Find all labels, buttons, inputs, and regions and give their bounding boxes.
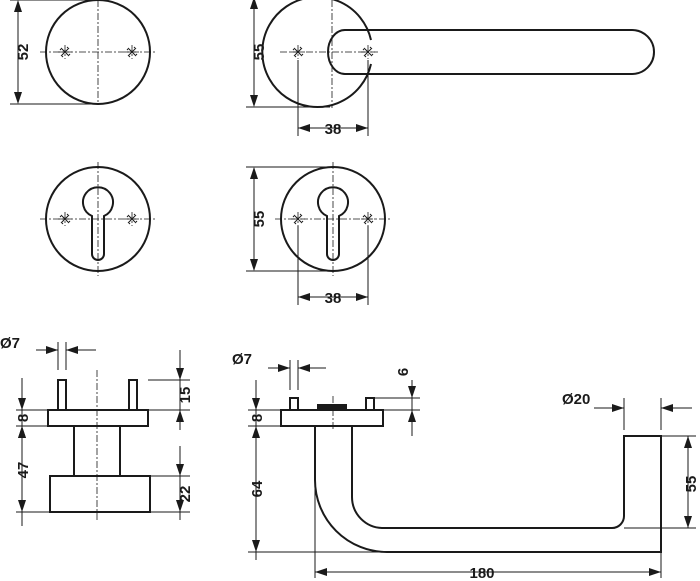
lever-handle-front-view [261,0,655,108]
dim-escutcheon-height: 55 [246,166,330,272]
dim-handle-projection: 8 64 [248,380,387,560]
rosette-front-view [40,0,156,105]
rose-thickness-right-label: 8 [249,414,266,422]
escutcheon-height-label: 55 [251,211,268,228]
dim-pin-height-left: 15 [148,350,194,430]
dim-hole-spacing-top: 38 [297,60,369,138]
dim-handle-rose-height: 55 [246,0,330,108]
escutcheon-left-view [40,162,156,276]
spindle-depth-label: 6 [395,368,412,376]
dim-knob-height: 22 [150,446,194,520]
rosette-diameter-label: 52 [15,44,32,61]
dim-rosette-diameter: 52 [10,0,98,105]
handle-projection-label: 64 [249,480,266,497]
dim-rose-thickness-left: 8 47 [15,378,50,526]
dim-pin-diameter-right: Ø7 [232,351,326,390]
hole-spacing-top-label: 38 [325,121,342,138]
dim-hole-spacing-middle: 38 [297,226,369,307]
pin-diameter-left-label: Ø7 [0,335,20,352]
handle-length-label: 180 [469,565,494,581]
knob-projection-label: 47 [15,462,32,479]
knob-side-view [47,370,151,520]
pin-diameter-right-label: Ø7 [232,351,252,368]
dim-spindle-depth: 6 [374,368,420,436]
dim-handle-length: 180 [314,480,662,581]
escutcheon-right-view [275,162,391,276]
lever-handle-side-view [280,396,662,553]
dim-handle-tube-diameter: Ø20 [562,391,692,430]
knob-height-label: 22 [177,486,194,503]
pin-height-left-label: 15 [177,387,194,404]
dim-handle-end-height: 55 [624,435,700,529]
handle-tube-diameter-label: Ø20 [562,391,590,408]
handle-end-height-label: 55 [683,476,700,493]
dim-pin-diameter-left: Ø7 [0,335,96,370]
rose-thickness-left-label: 8 [15,414,32,422]
hole-spacing-middle-label: 38 [325,290,342,307]
handle-rose-height-label: 55 [251,44,268,61]
